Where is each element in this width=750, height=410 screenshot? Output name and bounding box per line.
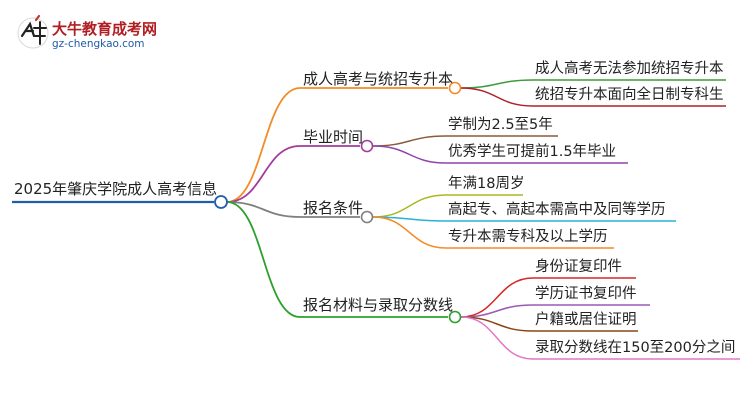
branch-collapse-toggle[interactable]	[360, 210, 374, 224]
brand-url: gz-chengkao.com	[52, 38, 145, 50]
branch-leaf-connector	[372, 194, 447, 218]
root-branch-connector	[226, 87, 301, 203]
branch-topic: 毕业时间	[303, 128, 364, 146]
root-branch-connector	[226, 201, 301, 218]
root-topic: 2025年肇庆学院成人高考信息	[14, 180, 218, 198]
branch-leaf-connector	[372, 135, 447, 147]
niu-logo-icon	[17, 14, 49, 49]
branch-collapse-toggle[interactable]	[448, 81, 462, 95]
leaf-topic: 户籍或居住证明	[535, 312, 637, 328]
branch-leaf-connector	[460, 316, 534, 332]
leaf-topic: 录取分数线在150至200分之间	[535, 340, 736, 356]
leaf-topic: 成人高考无法参加统招专升本	[535, 61, 724, 77]
leaf-topic: 身份证复印件	[535, 259, 622, 275]
branch-topic: 报名条件	[303, 199, 364, 217]
root-collapse-toggle[interactable]	[214, 195, 228, 209]
branch-leaf-connector	[460, 277, 534, 318]
branch-collapse-toggle[interactable]	[360, 139, 374, 153]
leaf-topic: 高起专、高起本需高中及同等学历	[448, 202, 666, 218]
branch-leaf-connector	[460, 79, 534, 89]
leaf-topic: 统招专升本面向全日制专科生	[535, 87, 724, 103]
leaf-topic: 年满18周岁	[448, 176, 525, 192]
branch-topic: 成人高考与统招专升本	[303, 70, 454, 88]
brand-name: 大牛教育成考网	[52, 20, 158, 38]
branch-leaf-connector	[372, 145, 447, 164]
branch-collapse-toggle[interactable]	[448, 310, 462, 324]
root-branch-connector	[226, 201, 301, 318]
branch-leaf-connector	[460, 316, 534, 360]
leaf-topic: 专升本需专科及以上学历	[448, 229, 608, 245]
leaf-topic: 学历证书复印件	[535, 286, 637, 302]
branch-topic: 报名材料与录取分数线	[303, 296, 454, 314]
root-branch-connector	[226, 145, 301, 203]
branch-leaf-connector	[460, 87, 534, 107]
branch-leaf-connector	[372, 216, 447, 249]
leaf-topic: 优秀学生可提前1.5年毕业	[448, 144, 617, 160]
leaf-topic: 学制为2.5至5年	[448, 117, 553, 133]
site-logo[interactable]: 大牛教育成考网 gz-chengkao.com	[16, 14, 158, 54]
